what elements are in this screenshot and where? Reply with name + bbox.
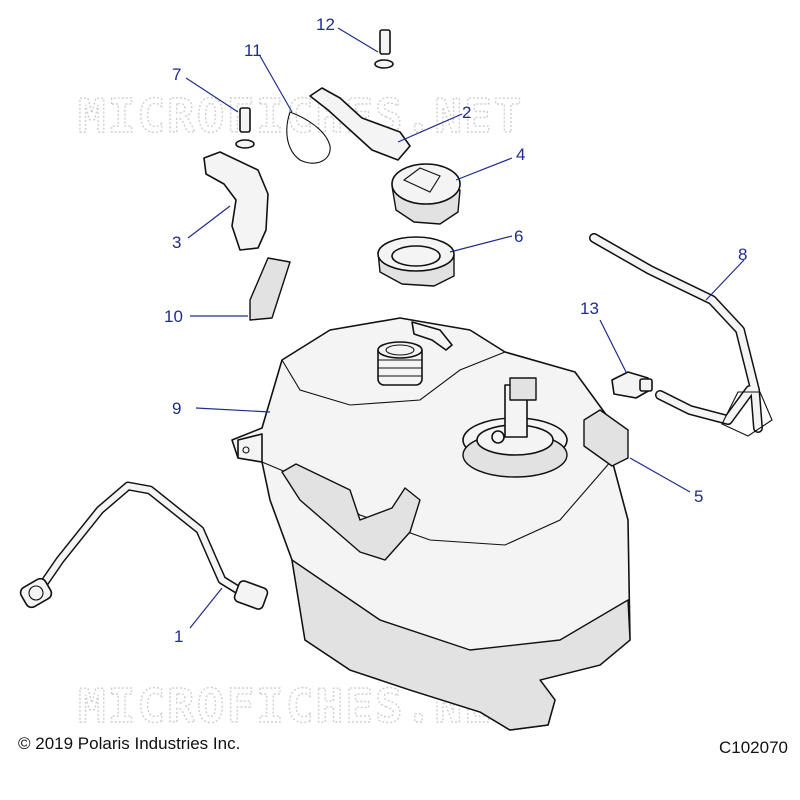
seal-ring-part <box>377 236 455 287</box>
fuel-cap-part <box>391 163 461 225</box>
strap-part <box>286 111 331 164</box>
vent-line-part <box>589 233 773 437</box>
foam-pad-part <box>249 257 291 321</box>
bolt-7-part <box>235 107 255 149</box>
mount-bracket-part <box>203 151 269 251</box>
callout-12: 12 <box>316 15 335 34</box>
copyright-text: © 2019 Polaris Industries Inc. <box>18 734 241 753</box>
callout-9: 9 <box>172 399 181 418</box>
callout-3: 3 <box>172 233 181 252</box>
callout-11: 11 <box>244 41 262 60</box>
callout-8: 8 <box>738 245 747 264</box>
callout-10: 10 <box>164 307 183 326</box>
callout-2: 2 <box>462 103 471 122</box>
callout-6: 6 <box>514 227 523 246</box>
callout-1: 1 <box>174 627 183 646</box>
fuel-hose-part <box>19 481 269 610</box>
connector-part <box>611 371 653 399</box>
callout-5: 5 <box>694 487 703 506</box>
leader-lines <box>185 27 745 629</box>
fuel-tank-part <box>231 317 631 731</box>
bracket-part <box>309 87 411 161</box>
callout-13: 13 <box>580 299 599 318</box>
callout-4: 4 <box>516 145 525 164</box>
tank-pad-part <box>583 409 629 467</box>
bolt-12-part <box>374 29 394 69</box>
drawing-id: C102070 <box>718 738 788 757</box>
callout-7: 7 <box>172 65 181 84</box>
